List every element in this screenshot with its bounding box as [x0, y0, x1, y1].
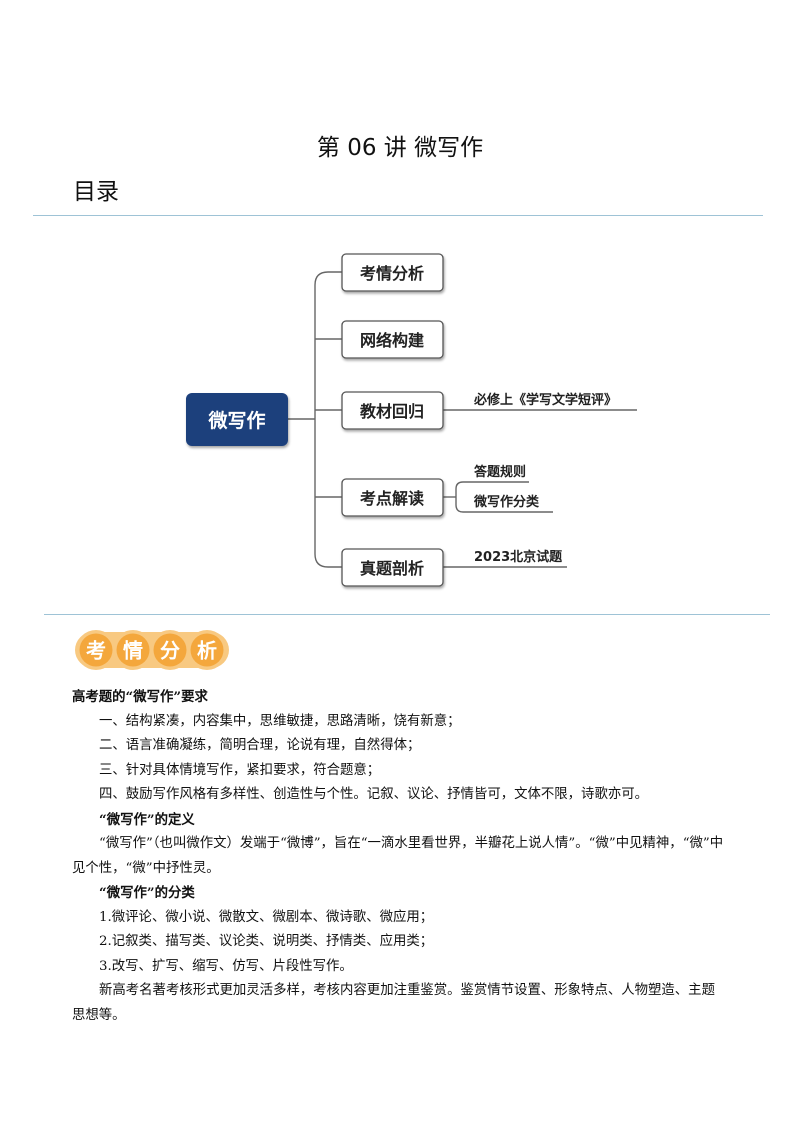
- closing-paragraph: 新高考名著考核形式更加灵活多样，考核内容更加注重鉴赏。鉴赏情节设置、形象特点、人…: [72, 983, 715, 1023]
- section-heading: “微写作”的分类: [99, 885, 195, 901]
- mindmap-branch-label: 考情分析: [360, 264, 424, 283]
- mindmap-branch-label: 考点解读: [360, 489, 424, 508]
- page-title: 第 06 讲 微写作: [316, 135, 484, 161]
- requirement-item: 三、针对具体情境写作，紧扣要求，符合题意；: [99, 762, 381, 778]
- requirement-item: 一、结构紧凑，内容集中，思维敏捷，思路清晰，饶有新意；: [99, 713, 461, 729]
- mindmap-branch-label: 教材回归: [360, 402, 424, 421]
- exam-analysis-content: 高考题的“微写作”要求 一、结构紧凑，内容集中，思维敏捷，思路清晰，饶有新意； …: [72, 685, 728, 1028]
- badge-circle-2: 情: [113, 630, 153, 670]
- section-badge: 考 情 分 析: [75, 630, 229, 670]
- mindmap-branch-label: 真题剖析: [360, 559, 424, 578]
- mindmap-child-label: 2023北京试题: [474, 549, 563, 565]
- mid-divider: [44, 614, 770, 615]
- section-heading: “微写作”的定义: [99, 811, 195, 828]
- classification-item: 2.记叙类、描写类、议论类、说明类、抒情类、应用类；: [99, 934, 434, 949]
- definition-paragraph: “微写作”（也叫微作文）发端于“微博”，旨在“一滴水里看世界，半瓣花上说人情”。…: [72, 836, 724, 876]
- mindmap-branch-4: 考点解读: [341, 478, 444, 517]
- classification-item: 1.微评论、微小说、微散文、微剧本、微诗歌、微应用；: [99, 909, 434, 925]
- mindmap-branch-label: 网络构建: [360, 331, 424, 350]
- mindmap-branch-1: 考情分析: [341, 253, 444, 292]
- requirement-item: 四、鼓励写作风格有多样性、创造性与个性。记叙、议论、抒情皆可，文体不限，诗歌亦可…: [99, 787, 649, 802]
- mindmap-branch-2: 网络构建: [341, 320, 444, 359]
- badge-circle-1: 考: [76, 630, 116, 670]
- badge-char: 析: [197, 639, 217, 663]
- badge-circle-3: 分: [150, 630, 190, 670]
- mindmap-branch-5: 真题剖析: [341, 548, 444, 587]
- requirement-item: 二、语言准确凝练，简明合理，论说有理，自然得体；: [99, 738, 421, 753]
- badge-circle-4: 析: [187, 630, 227, 670]
- mindmap-branch-3: 教材回归: [341, 391, 444, 430]
- top-divider: [33, 215, 763, 216]
- mindmap-root: 微写作: [186, 393, 288, 446]
- badge-char: 分: [160, 639, 180, 663]
- toc-heading: 目录: [73, 179, 119, 205]
- mindmap-child-label: 微写作分类: [473, 494, 540, 510]
- mindmap-child-label: 答题规则: [474, 464, 526, 480]
- mindmap-connectors: [288, 271, 637, 568]
- mind-map: 微写作 考情分析 网络构建 教材回归 考点解读 真题剖析 必修上《学写文学短评》…: [186, 253, 637, 587]
- section-heading: 高考题的“微写作”要求: [72, 689, 208, 705]
- classification-item: 3.改写、扩写、缩写、仿写、片段性写作。: [99, 958, 353, 974]
- mindmap-child-label: 必修上《学写文学短评》: [473, 392, 617, 408]
- badge-char: 考: [86, 639, 106, 663]
- badge-char: 情: [123, 639, 143, 663]
- mindmap-root-label: 微写作: [207, 409, 265, 432]
